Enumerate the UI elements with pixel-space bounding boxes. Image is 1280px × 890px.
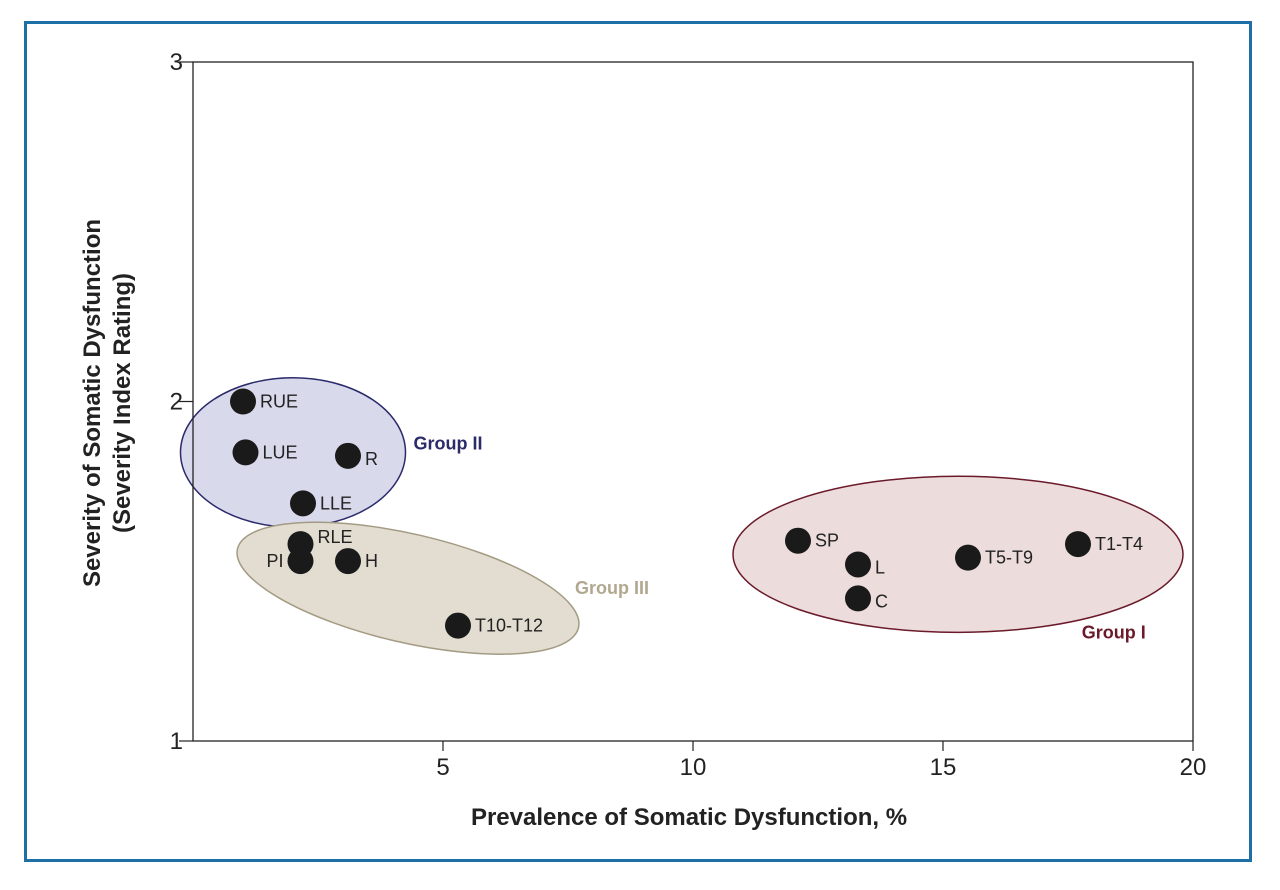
data-point	[287, 548, 314, 575]
y-tick-label: 3	[170, 49, 183, 76]
point-label: RUE	[260, 392, 298, 412]
point-label: T10-T12	[475, 616, 543, 636]
x-tick-label: 20	[1180, 754, 1207, 781]
figure-frame	[24, 21, 1252, 862]
group-ellipse	[236, 521, 580, 655]
point-label: SP	[815, 531, 839, 551]
point-label: L	[875, 557, 885, 577]
point-label: C	[875, 591, 888, 611]
group-labels: Group II Group III Group I	[414, 433, 1146, 642]
data-point	[335, 548, 361, 575]
x-tick-label: 10	[680, 754, 707, 781]
data-point	[335, 442, 361, 469]
point-label: T1-T4	[1095, 534, 1143, 554]
data-point	[955, 544, 981, 571]
data-point	[845, 551, 871, 578]
y-axis-label-line2: (Severity Index Rating)	[109, 273, 136, 533]
data-point	[785, 527, 811, 554]
point-label: LLE	[320, 493, 352, 513]
x-tick-label: 15	[930, 754, 957, 781]
point-label: LUE	[263, 442, 298, 462]
x-axis-label: Prevalence of Somatic Dysfunction, %	[471, 804, 907, 831]
group-label: Group III	[575, 578, 649, 598]
data-points: RUE LUE R LLE RLE PI H T10-T12 SP LC T5-T9 T1-T4	[230, 388, 1143, 639]
data-point	[232, 439, 259, 466]
y-tick-label: 1	[170, 728, 183, 755]
x-tick-label: 5	[436, 754, 449, 781]
data-point	[230, 388, 256, 415]
point-label: H	[365, 551, 378, 571]
group-label: Group I	[1082, 622, 1146, 642]
point-label: PI	[266, 551, 283, 571]
group-label: Group II	[414, 433, 483, 453]
y-tick-label: 2	[170, 389, 183, 416]
data-point	[1065, 531, 1091, 558]
data-point	[290, 490, 316, 517]
y-axis-label-group: Severity of Somatic Dysfunction (Severit…	[79, 219, 136, 587]
y-axis-label-line1: Severity of Somatic Dysfunction	[79, 219, 106, 587]
point-label: RLE	[318, 527, 353, 547]
data-point	[445, 612, 471, 639]
data-point	[845, 585, 871, 612]
point-label: R	[365, 449, 378, 469]
point-label: T5-T9	[985, 548, 1033, 568]
axis-ticks: 5 10 15 20 1 2 3	[170, 49, 1207, 781]
